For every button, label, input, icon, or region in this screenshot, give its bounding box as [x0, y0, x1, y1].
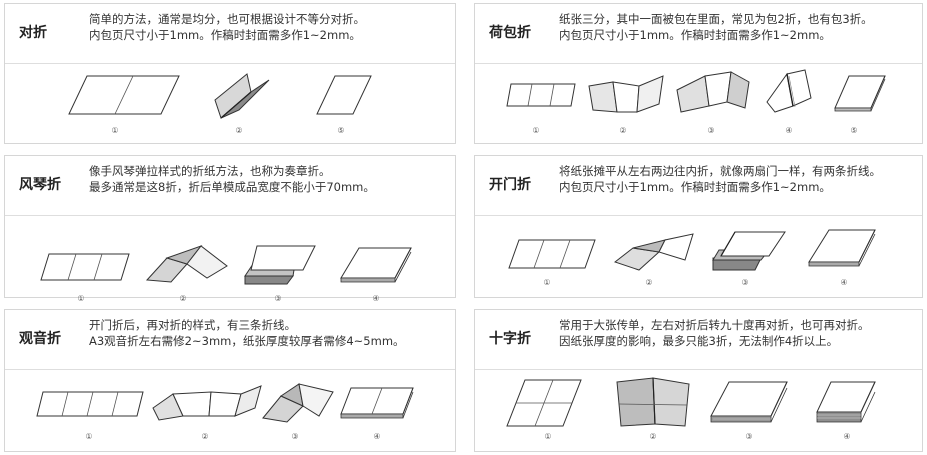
step-number: ④	[843, 432, 851, 441]
desc-line: 最多通常是这8折，折后单模成品宽度不能小于70mm。	[89, 180, 375, 194]
fold-steps: ① ② ③ ④	[5, 370, 455, 451]
fold-steps: ① ② ③	[475, 370, 922, 451]
step-number: ②	[619, 126, 627, 135]
fold-illustration-2	[587, 72, 665, 114]
card-description: 将纸张摊平从左右两边往内折，就像两扇门一样，有两条折线。 内包页尺寸小于1mm。…	[559, 163, 916, 195]
fold-illustration-4	[807, 228, 877, 268]
step-number: ②	[235, 126, 243, 135]
fold-illustration-3	[243, 244, 317, 286]
fold-steps: ① ② ⑤	[5, 64, 455, 143]
fold-card-half: 对折 简单的方法，通常是均分，也可根据设计不等分对折。 内包页尺寸小于1mm。作…	[4, 3, 456, 144]
step-number: ④	[373, 432, 381, 441]
fold-illustration-1	[35, 390, 145, 418]
step-number: ④	[372, 294, 380, 303]
fold-steps: ① ② ③ ④	[5, 216, 455, 303]
step-number: ②	[201, 432, 209, 441]
step-number: ②	[649, 432, 657, 441]
fold-card-cross: 十字折 常用于大张传单，左右对折后转九十度再对折，也可再对折。 因纸张厚度的影响…	[474, 309, 923, 452]
step-number: ③	[745, 432, 753, 441]
step-number: ③	[291, 432, 299, 441]
step-number: ④	[785, 126, 793, 135]
fold-steps: ① ② ③ ④	[475, 216, 922, 297]
desc-line: 纸张三分，其中一面被包在里面，常见为包2折，也有包3折。	[559, 12, 873, 26]
step-number: ③	[707, 126, 715, 135]
fold-illustration-1	[505, 82, 577, 108]
card-header: 观音折 开门折后，再对折的样式，有三条折线。 A3观音折左右需修2~3mm，纸张…	[5, 310, 455, 370]
step-number: ③	[274, 294, 282, 303]
fold-illustration-3	[675, 68, 751, 114]
fold-illustration-1	[67, 74, 182, 116]
step-number: ①	[111, 126, 119, 135]
desc-line: 像手风琴弹拉样式的折纸方法，也称为奏章折。	[89, 164, 331, 178]
card-header: 荷包折 纸张三分，其中一面被包在里面，常见为包2折，也有包3折。 内包页尺寸小于…	[475, 4, 922, 64]
fold-illustration-2	[145, 244, 229, 284]
card-description: 纸张三分，其中一面被包在里面，常见为包2折，也有包3折。 内包页尺寸小于1mm。…	[559, 11, 916, 43]
step-number: ①	[532, 126, 540, 135]
fold-illustration-4	[339, 246, 413, 284]
card-title: 风琴折	[19, 177, 61, 193]
fold-illustration-2	[211, 70, 271, 122]
desc-line: 简单的方法，通常是均分，也可根据设计不等分对折。	[89, 12, 365, 26]
desc-line: 内包页尺寸小于1mm。作稿时封面需多作1~2mm。	[559, 28, 831, 42]
card-description: 简单的方法，通常是均分，也可根据设计不等分对折。 内包页尺寸小于1mm。作稿时封…	[89, 11, 449, 43]
card-header: 开门折 将纸张摊平从左右两边往内折，就像两扇门一样，有两条折线。 内包页尺寸小于…	[475, 156, 922, 216]
step-number: ①	[543, 278, 551, 287]
card-description: 开门折后，再对折的样式，有三条折线。 A3观音折左右需修2~3mm，纸张厚度较厚…	[89, 317, 449, 349]
card-title: 荷包折	[489, 25, 531, 41]
card-header: 十字折 常用于大张传单，左右对折后转九十度再对折，也可再对折。 因纸张厚度的影响…	[475, 310, 922, 370]
step-number: ①	[85, 432, 93, 441]
card-title: 对折	[19, 25, 47, 41]
desc-line: 内包页尺寸小于1mm。作稿时封面需多作1~2mm。	[559, 180, 831, 194]
step-number: ②	[645, 278, 653, 287]
fold-illustration-1	[507, 238, 597, 270]
fold-illustration-3	[711, 228, 787, 274]
desc-line: A3观音折左右需修2~3mm，纸张厚度较厚者需修4~5mm。	[89, 334, 405, 348]
fold-illustration-4	[815, 380, 877, 426]
card-title: 十字折	[489, 331, 531, 347]
step-number: ④	[840, 278, 848, 287]
fold-illustration-2	[151, 384, 263, 422]
card-description: 常用于大张传单，左右对折后转九十度再对折，也可再对折。 因纸张厚度的影响，最多只…	[559, 317, 916, 349]
fold-illustration-1	[39, 252, 131, 282]
desc-line: 内包页尺寸小于1mm。作稿时封面需多作1~2mm。	[89, 28, 361, 42]
fold-card-gate: 开门折 将纸张摊平从左右两边往内折，就像两扇门一样，有两条折线。 内包页尺寸小于…	[474, 155, 923, 298]
card-title: 开门折	[489, 177, 531, 193]
step-number: ③	[741, 278, 749, 287]
fold-card-double-gate: 观音折 开门折后，再对折的样式，有三条折线。 A3观音折左右需修2~3mm，纸张…	[4, 309, 456, 452]
fold-illustration-5	[831, 74, 887, 114]
desc-line: 开门折后，再对折的样式，有三条折线。	[89, 318, 296, 332]
step-number: ⑤	[850, 126, 858, 135]
card-header: 对折 简单的方法，通常是均分，也可根据设计不等分对折。 内包页尺寸小于1mm。作…	[5, 4, 455, 64]
desc-line: 将纸张摊平从左右两边往内折，就像两扇门一样，有两条折线。	[559, 164, 881, 178]
fold-illustration-1	[505, 378, 583, 428]
desc-line: 因纸张厚度的影响，最多只能3折，无法制作4折以上。	[559, 334, 839, 348]
card-description: 像手风琴弹拉样式的折纸方法，也称为奏章折。 最多通常是这8折，折后单模成品宽度不…	[89, 163, 449, 195]
card-header: 风琴折 像手风琴弹拉样式的折纸方法，也称为奏章折。 最多通常是这8折，折后单模成…	[5, 156, 455, 216]
fold-steps: ① ② ③ ④	[475, 64, 922, 143]
fold-illustration-2	[615, 376, 691, 428]
fold-card-accordion: 风琴折 像手风琴弹拉样式的折纸方法，也称为奏章折。 最多通常是这8折，折后单模成…	[4, 155, 456, 303]
step-number: ②	[179, 294, 187, 303]
step-number: ⑤	[337, 126, 345, 135]
fold-illustration-2	[613, 230, 695, 272]
step-number: ①	[77, 294, 85, 303]
fold-illustration-4	[765, 68, 815, 114]
fold-illustration-3	[261, 382, 335, 424]
fold-card-pocket: 荷包折 纸张三分，其中一面被包在里面，常见为包2折，也有包3折。 内包页尺寸小于…	[474, 3, 923, 144]
card-title: 观音折	[19, 331, 61, 347]
desc-line: 常用于大张传单，左右对折后转九十度再对折，也可再对折。	[559, 318, 870, 332]
step-number: ①	[544, 432, 552, 441]
fold-illustration-3	[709, 380, 789, 426]
fold-illustration-3	[315, 74, 375, 116]
fold-illustration-4	[339, 386, 415, 420]
